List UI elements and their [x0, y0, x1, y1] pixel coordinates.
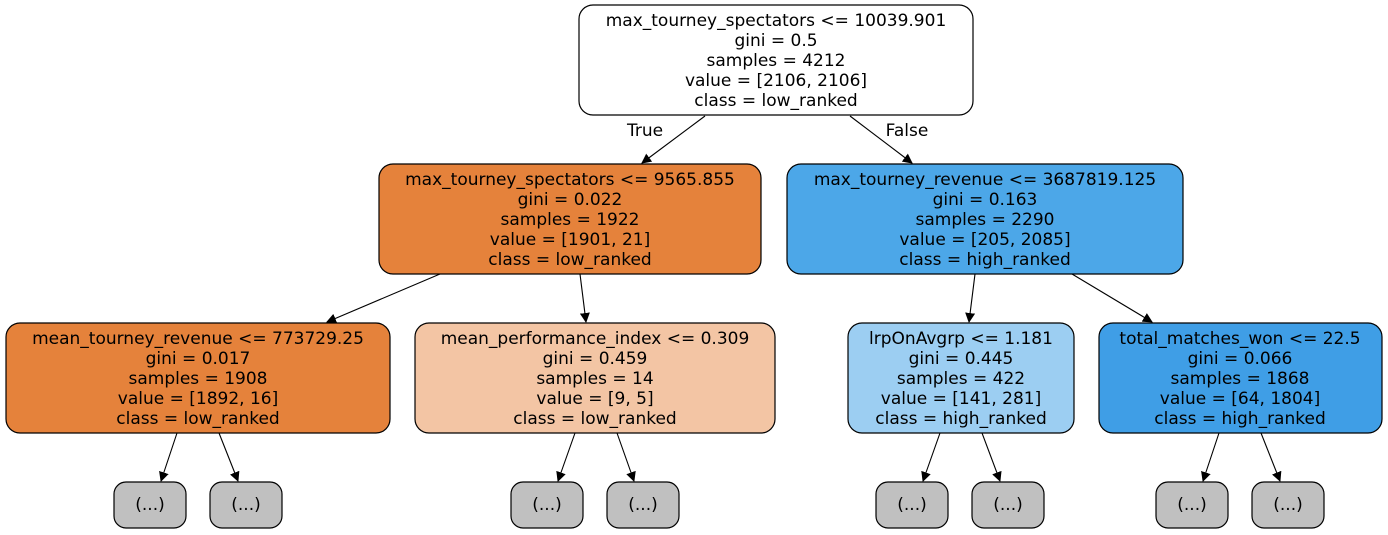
root-value: value = [2106, 2106] — [685, 71, 867, 91]
leaf-node-box — [209, 481, 283, 529]
right-left-node: lrpOnAvgrp <= 1.181 gini = 0.445 samples… — [847, 322, 1075, 434]
right-left-class: class = high_ranked — [875, 409, 1047, 429]
right-right-samples: samples = 1868 — [1171, 369, 1310, 389]
leaf-node: (...) — [113, 481, 187, 529]
left-right-class: class = low_ranked — [513, 409, 676, 429]
left-split-rule: max_tourney_spectators <= 9565.855 — [405, 170, 735, 190]
leaf-node: (...) — [875, 481, 949, 529]
leaf-node: (...) — [510, 481, 584, 529]
left-right-split-rule: mean_performance_index <= 0.309 — [441, 329, 750, 349]
left-right-node: mean_performance_index <= 0.309 gini = 0… — [414, 322, 776, 434]
edge-rightleft-to-leaf-1 — [921, 432, 941, 482]
leaf-node-box — [606, 481, 680, 529]
right-right-split-rule: total_matches_won <= 22.5 — [1119, 329, 1360, 349]
edge-rightleft-to-leaf-2 — [981, 432, 1002, 482]
leaf-node-label: (...) — [231, 495, 260, 515]
left-left-split-rule: mean_tourney_revenue <= 773729.25 — [32, 329, 364, 349]
leaf-node-box — [971, 481, 1045, 529]
right-split-rule: max_tourney_revenue <= 3687819.125 — [814, 170, 1156, 190]
edges — [159, 115, 1282, 482]
leaf-node-box — [1155, 481, 1229, 529]
root-samples: samples = 4212 — [707, 51, 846, 71]
left-left-class: class = low_ranked — [116, 409, 279, 429]
leaf-node: (...) — [1155, 481, 1229, 529]
edge-leftleft-to-leaf-2 — [218, 432, 240, 482]
left-right-value: value = [9, 5] — [536, 389, 653, 409]
leaf-node: (...) — [1251, 481, 1325, 529]
left-left-node: mean_tourney_revenue <= 773729.25 gini =… — [5, 322, 391, 434]
right-left-node-box — [847, 322, 1075, 434]
left-right-samples: samples = 14 — [536, 369, 653, 389]
left-samples: samples = 1922 — [501, 210, 640, 230]
right-left-value: value = [141, 281] — [881, 389, 1041, 409]
left-left-samples: samples = 1908 — [129, 369, 268, 389]
edge-root-to-right — [849, 115, 913, 164]
right-value: value = [205, 2085] — [899, 230, 1070, 250]
right-right-value: value = [64, 1804] — [1160, 389, 1320, 409]
right-right-node: total_matches_won <= 22.5 gini = 0.066 s… — [1098, 322, 1383, 434]
true-edge-label: True — [626, 121, 663, 141]
edge-leftright-to-leaf-2 — [616, 432, 636, 482]
left-left-node-box — [5, 322, 391, 434]
edge-rightright-to-leaf-1 — [1201, 432, 1220, 482]
edge-left-to-leftleft — [326, 273, 441, 324]
right-class: class = high_ranked — [899, 250, 1071, 270]
false-edge-label: False — [886, 121, 929, 141]
edge-root-to-left — [641, 115, 706, 164]
right-node-box — [786, 163, 1184, 275]
right-right-node-box — [1098, 322, 1383, 434]
leaf-node-label: (...) — [532, 495, 561, 515]
edge-leftright-to-leaf-1 — [556, 432, 576, 482]
root-class: class = low_ranked — [694, 91, 857, 111]
right-left-gini: gini = 0.445 — [909, 349, 1014, 369]
right-left-samples: samples = 422 — [897, 369, 1025, 389]
edge-leftleft-to-leaf-1 — [159, 432, 178, 482]
edge-right-to-rightleft — [965, 273, 976, 323]
leaf-node-label: (...) — [1273, 495, 1302, 515]
edge-rightright-to-leaf-2 — [1260, 432, 1282, 482]
right-gini: gini = 0.163 — [933, 190, 1038, 210]
truncated-leaves: (...) (...) (...) (...) (...) (...) (...… — [113, 481, 1325, 529]
leaf-node: (...) — [209, 481, 283, 529]
leaf-node-label: (...) — [628, 495, 657, 515]
left-class: class = low_ranked — [488, 250, 651, 270]
leaf-node-box — [510, 481, 584, 529]
root-gini: gini = 0.5 — [734, 31, 817, 51]
leaf-node-box — [875, 481, 949, 529]
root-split-rule: max_tourney_spectators <= 10039.901 — [606, 11, 947, 31]
root-node-box — [578, 4, 974, 116]
right-samples: samples = 2290 — [916, 210, 1055, 230]
left-value: value = [1901, 21] — [490, 230, 650, 250]
leaf-node-label: (...) — [135, 495, 164, 515]
root-node: max_tourney_spectators <= 10039.901 gini… — [578, 4, 974, 116]
leaf-node-box — [113, 481, 187, 529]
left-right-gini: gini = 0.459 — [543, 349, 648, 369]
right-left-split-rule: lrpOnAvgrp <= 1.181 — [869, 329, 1053, 349]
edge-right-to-rightright — [1071, 273, 1153, 323]
leaf-node-box — [1251, 481, 1325, 529]
leaf-node-label: (...) — [993, 495, 1022, 515]
right-right-gini: gini = 0.066 — [1188, 349, 1293, 369]
left-node: max_tourney_spectators <= 9565.855 gini … — [378, 163, 762, 275]
leaf-node: (...) — [606, 481, 680, 529]
edge-left-to-leftright — [579, 273, 590, 323]
left-left-value: value = [1892, 16] — [118, 389, 278, 409]
left-gini: gini = 0.022 — [518, 190, 623, 210]
right-right-class: class = high_ranked — [1154, 409, 1326, 429]
right-node: max_tourney_revenue <= 3687819.125 gini … — [786, 163, 1184, 275]
left-right-node-box — [414, 322, 776, 434]
leaf-node: (...) — [971, 481, 1045, 529]
leaf-node-label: (...) — [897, 495, 926, 515]
left-node-box — [378, 163, 762, 275]
leaf-node-label: (...) — [1177, 495, 1206, 515]
left-left-gini: gini = 0.017 — [146, 349, 251, 369]
